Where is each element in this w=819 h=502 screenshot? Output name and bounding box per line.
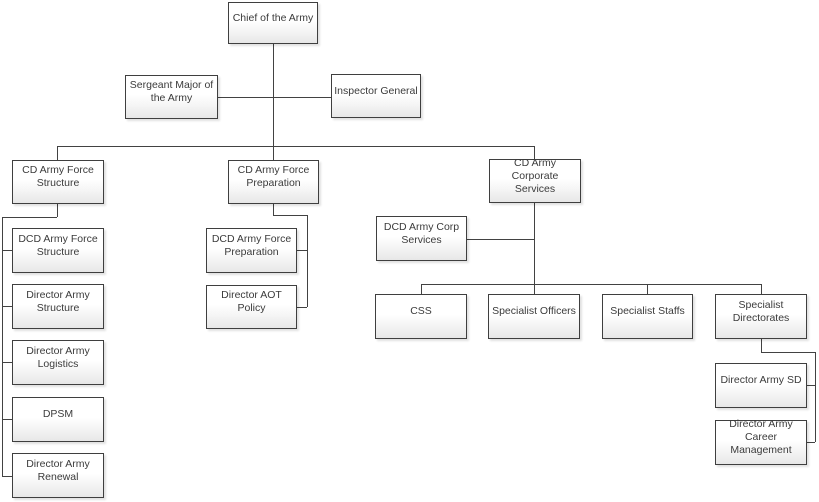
- connector-stub: [761, 339, 762, 352]
- connector-stub: [534, 284, 535, 294]
- org-node-label: Director Army Logistics: [26, 344, 90, 370]
- connector-stub: [297, 307, 307, 308]
- connector-left-trunk: [2, 217, 3, 476]
- connector-elbow: [761, 352, 815, 353]
- org-node-cd-army-force-structure: CD Army Force Structure: [12, 160, 104, 204]
- connector-stub: [647, 284, 648, 294]
- org-node-label: Director Army Career Management: [729, 418, 793, 456]
- org-node-label: Director Army Renewal: [26, 457, 90, 483]
- org-node-cd-army-force-preparation: CD Army Force Preparation: [228, 160, 319, 204]
- org-node-label: Director Army Structure: [26, 288, 90, 314]
- org-node-css: CSS: [375, 294, 467, 339]
- connector-stub: [467, 239, 534, 240]
- connector-stub: [2, 362, 12, 363]
- connector-level3-bus: [57, 146, 535, 147]
- org-node-specialist-officers: Specialist Officers: [488, 294, 580, 339]
- connector-stub: [2, 419, 12, 420]
- connector-stub: [534, 146, 535, 159]
- org-node-director-army-career-management: Director Army Career Management: [715, 418, 807, 465]
- org-node-label: CD Army Corporate Services: [511, 156, 559, 195]
- org-node-label: Specialist Directorates: [732, 298, 790, 324]
- org-node-director-army-logistics: Director Army Logistics: [12, 340, 104, 385]
- org-node-label: DPSM: [42, 408, 74, 420]
- org-node-dcd-army-corp-services: DCD Army Corp Services: [376, 216, 467, 261]
- connector-stub: [273, 204, 274, 215]
- org-node-specialist-directorates: Specialist Directorates: [715, 294, 807, 339]
- org-node-label: Sergeant Major of the Army: [129, 79, 214, 104]
- connector-stub: [57, 204, 58, 217]
- connector-stub: [2, 250, 12, 251]
- connector-stub: [2, 476, 12, 477]
- org-node-director-aot-policy: Director AOT Policy: [206, 285, 297, 329]
- connector-mid-trunk: [307, 215, 308, 307]
- org-node-label: CD Army Force Structure: [22, 164, 94, 189]
- org-node-label: CSS: [410, 305, 432, 317]
- connector-elbow: [273, 215, 307, 216]
- org-node-dcd-army-force-preparation: DCD Army Force Preparation: [206, 228, 297, 273]
- connector-stub: [57, 146, 58, 160]
- org-node-label: DCD Army Corp Services: [383, 220, 460, 246]
- org-node-dcd-army-force-structure: DCD Army Force Structure: [12, 228, 104, 273]
- connector-staff-level: [218, 97, 331, 98]
- connector-stub: [807, 442, 815, 443]
- connector-stub: [2, 306, 12, 307]
- connector-right-trunk: [534, 203, 535, 284]
- connector-stub: [297, 250, 307, 251]
- connector-stub: [807, 385, 815, 386]
- org-node-cd-army-corporate-services: CD Army Corporate Services: [489, 156, 581, 203]
- org-node-label: Chief of the Army: [232, 11, 314, 24]
- org-node-label: Director AOT Policy: [221, 289, 282, 314]
- org-node-label: Director Army SD: [720, 374, 802, 386]
- org-node-specialist-staffs: Specialist Staffs: [602, 294, 693, 339]
- org-node-label: Specialist Staffs: [610, 305, 685, 317]
- org-node-label: CD Army Force Preparation: [237, 164, 310, 189]
- org-node-label: Specialist Officers: [492, 305, 576, 317]
- connector-sd-trunk: [815, 352, 816, 442]
- org-node-inspector-general: Inspector General: [331, 74, 421, 118]
- org-node-sergeant-major: Sergeant Major of the Army: [125, 75, 218, 119]
- org-node-label: Inspector General: [334, 84, 418, 97]
- org-node-label: DCD Army Force Structure: [18, 232, 98, 258]
- org-node-director-army-renewal: Director Army Renewal: [12, 453, 104, 498]
- org-node-director-army-sd: Director Army SD: [715, 363, 807, 408]
- org-node-director-army-structure: Director Army Structure: [12, 284, 104, 329]
- connector-stub: [421, 284, 422, 294]
- connector-stub: [761, 284, 762, 294]
- org-node-dpsm: DPSM: [12, 397, 104, 442]
- connector-level4-bus: [421, 284, 762, 285]
- org-node-label: DCD Army Force Preparation: [211, 232, 292, 258]
- connector-chief-trunk: [273, 44, 274, 161]
- connector-elbow: [2, 217, 57, 218]
- org-node-chief-of-the-army: Chief of the Army: [228, 2, 318, 44]
